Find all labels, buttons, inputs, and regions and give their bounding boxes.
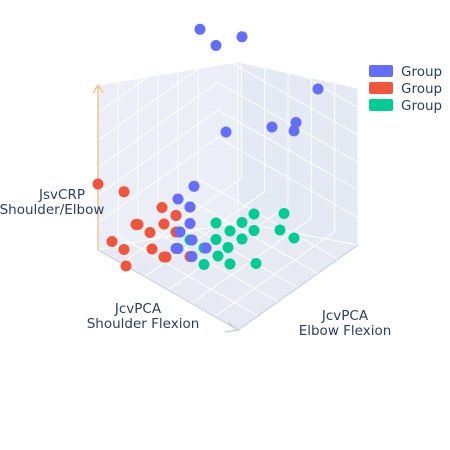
legend-label-1: Group bbox=[401, 81, 442, 97]
data-point-s2-7[interactable] bbox=[248, 225, 260, 236]
data-point-s2-8[interactable] bbox=[236, 217, 248, 228]
data-point-s0-3[interactable] bbox=[220, 126, 232, 138]
data-point-s0-7[interactable] bbox=[186, 251, 198, 262]
data-point-s1-11[interactable] bbox=[160, 251, 172, 263]
data-point-s0-4[interactable] bbox=[188, 180, 200, 192]
data-point-s1-15[interactable] bbox=[170, 210, 182, 221]
data-point-s0-2[interactable] bbox=[236, 31, 248, 43]
data-point-s1-0[interactable] bbox=[92, 178, 104, 190]
legend-item-2[interactable]: Group bbox=[369, 98, 442, 114]
data-point-s0-12[interactable] bbox=[312, 83, 324, 95]
data-point-s2-13[interactable] bbox=[224, 258, 236, 270]
data-point-s2-6[interactable] bbox=[236, 233, 248, 245]
data-point-s2-14[interactable] bbox=[250, 258, 262, 269]
z-axis-arrow bbox=[92, 83, 104, 94]
data-point-s0-19[interactable] bbox=[184, 201, 196, 213]
x-axis-title-line2: Shoulder Flexion bbox=[87, 316, 200, 332]
data-point-s2-2[interactable] bbox=[212, 250, 224, 262]
data-point-s0-10[interactable] bbox=[290, 117, 302, 128]
legend-label-2: Group bbox=[401, 98, 442, 114]
legend-swatch-1 bbox=[369, 82, 393, 94]
grid-lines bbox=[97, 13, 359, 318]
data-point-s1-1[interactable] bbox=[118, 186, 130, 198]
scene-3d[interactable] bbox=[92, 13, 360, 333]
data-point-s0-16[interactable] bbox=[200, 242, 212, 254]
data-point-s0-1[interactable] bbox=[210, 40, 222, 51]
data-point-s1-14[interactable] bbox=[118, 244, 130, 255]
data-point-s0-6[interactable] bbox=[172, 243, 184, 254]
data-point-s0-18[interactable] bbox=[172, 193, 184, 205]
data-point-s0-0[interactable] bbox=[194, 23, 206, 35]
data-point-s0-13[interactable] bbox=[266, 121, 278, 133]
legend-swatch-2 bbox=[369, 99, 393, 111]
data-point-s2-15[interactable] bbox=[248, 208, 260, 220]
data-point-s1-13[interactable] bbox=[158, 218, 170, 230]
data-point-s0-11[interactable] bbox=[288, 125, 300, 137]
z-axis-title-line1: JsvCRP bbox=[38, 187, 85, 203]
y-axis-title-line2: Elbow Flexion bbox=[299, 323, 392, 339]
data-point-s2-11[interactable] bbox=[278, 208, 290, 219]
legend-label-0: Group bbox=[401, 64, 442, 80]
data-point-s2-5[interactable] bbox=[210, 234, 222, 245]
data-point-s0-15[interactable] bbox=[184, 218, 196, 229]
x-axis-title-line1: JcvPCA bbox=[114, 301, 162, 317]
grid-line bbox=[197, 178, 339, 260]
legend-swatch-0 bbox=[369, 65, 393, 77]
data-point-s2-9[interactable] bbox=[274, 224, 286, 236]
data-point-s0-8[interactable] bbox=[174, 226, 186, 238]
data-point-s2-4[interactable] bbox=[224, 225, 236, 237]
data-point-s0-14[interactable] bbox=[186, 234, 198, 246]
data-point-s1-9[interactable] bbox=[156, 202, 168, 213]
x-axis-arrow bbox=[224, 321, 240, 333]
legend[interactable]: Group Group Group bbox=[369, 64, 442, 114]
z-axis-title-line2: Shoulder/Elbow bbox=[0, 202, 104, 218]
legend-item-0[interactable]: Group bbox=[369, 64, 442, 80]
data-point-s1-2[interactable] bbox=[132, 219, 144, 230]
data-point-s2-3[interactable] bbox=[222, 242, 234, 253]
data-point-s2-16[interactable] bbox=[210, 217, 222, 229]
y-axis-title-line1: JcvPCA bbox=[321, 308, 369, 324]
data-point-s2-12[interactable] bbox=[198, 259, 210, 270]
data-point-s2-10[interactable] bbox=[288, 232, 300, 244]
y-axis-line bbox=[237, 244, 359, 331]
data-point-s1-6[interactable] bbox=[146, 243, 158, 255]
data-point-s1-3[interactable] bbox=[106, 236, 118, 247]
data-point-s1-5[interactable] bbox=[144, 227, 156, 238]
data-point-s1-4[interactable] bbox=[120, 260, 132, 272]
legend-item-1[interactable]: Group bbox=[369, 81, 442, 97]
data-points bbox=[92, 23, 324, 272]
